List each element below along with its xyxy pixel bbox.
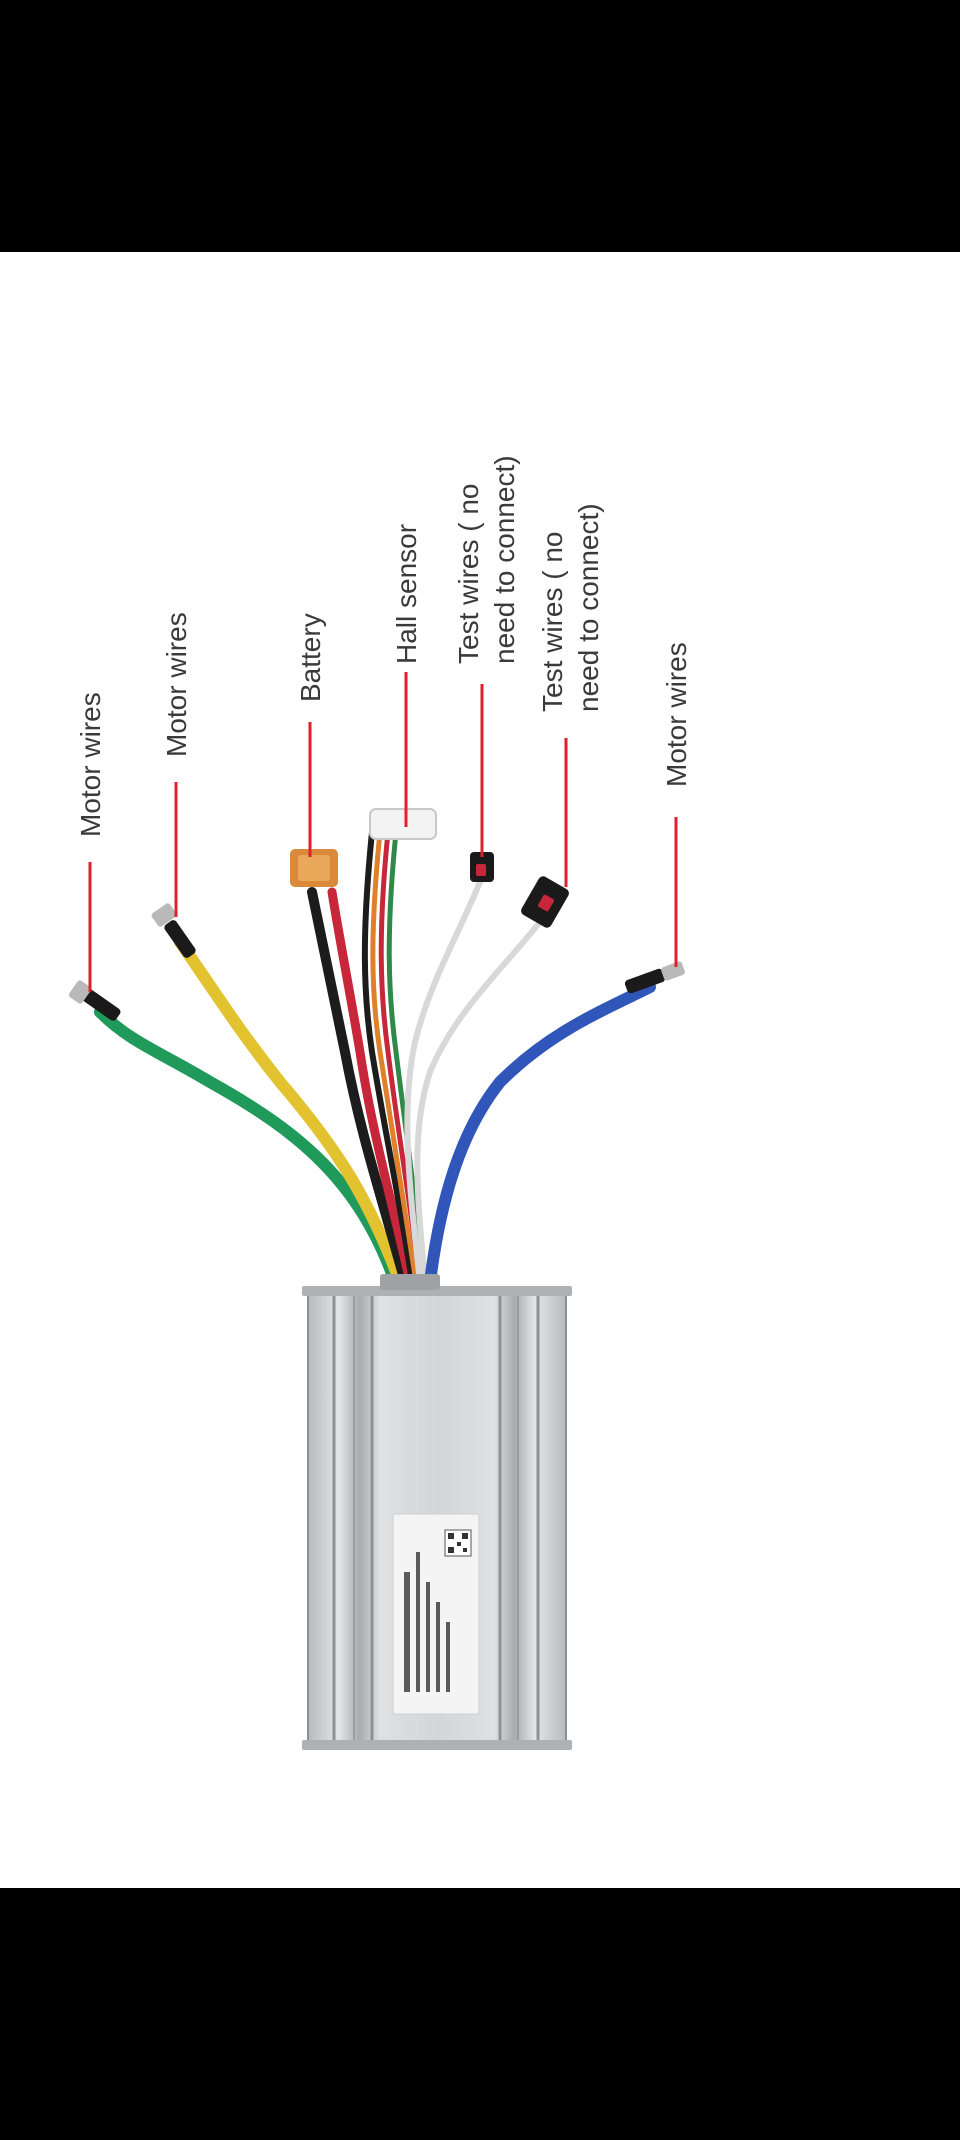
green-wire-lug [68, 980, 92, 1004]
hall-sensor-connector [369, 808, 437, 840]
test-wire-2 [414, 919, 543, 1285]
test-wire-1 [404, 879, 483, 1285]
battery-black-wire [307, 887, 410, 1287]
battery-red-wire [327, 887, 415, 1287]
battery-connector-face [298, 855, 330, 881]
test-wire-1-plug-red [476, 864, 486, 876]
label-motor-wires-3: Motor wires [661, 642, 692, 787]
label-test-wires-2-line2: need to connect) [573, 503, 604, 712]
top-letterbox [0, 0, 960, 252]
label-battery: Battery [295, 613, 326, 702]
green-wire-terminal [79, 987, 121, 1021]
hall-black-wire [361, 829, 415, 1285]
wiring-diagram-svg: Motor wires Motor wires Battery Hall sen… [68, 455, 692, 1750]
green-motor-wire [94, 1006, 401, 1288]
label-test-wires-1-line1: Test wires ( no [453, 484, 484, 665]
controller-wiring-diagram: Motor wires Motor wires Battery Hall sen… [0, 252, 960, 1888]
yellow-motor-wire [174, 936, 406, 1288]
controller-spec-sticker [392, 1513, 480, 1715]
qr-code-icon [444, 1529, 472, 1557]
yellow-wire-lug [151, 903, 177, 927]
bottom-letterbox [0, 1888, 960, 2140]
label-test-wires-2-line1: Test wires ( no [537, 532, 568, 713]
callout-labels: Motor wires Motor wires Battery Hall sen… [75, 455, 692, 837]
test-wire-2-plug-red [538, 894, 554, 912]
label-motor-wires-1: Motor wires [75, 692, 106, 837]
blue-motor-wire [424, 981, 656, 1288]
label-hall-sensor: Hall sensor [391, 524, 422, 664]
label-motor-wires-2: Motor wires [161, 612, 192, 757]
leader-lines [88, 672, 678, 992]
blue-wire-lug [661, 961, 685, 981]
hall-green-wire [386, 829, 427, 1285]
wire-bundle [68, 808, 685, 1288]
blue-wire-terminal [624, 968, 666, 994]
hall-orange-wire [370, 829, 419, 1285]
yellow-wire-terminal [164, 920, 196, 958]
label-test-wires-1-line2: need to connect) [489, 455, 520, 664]
